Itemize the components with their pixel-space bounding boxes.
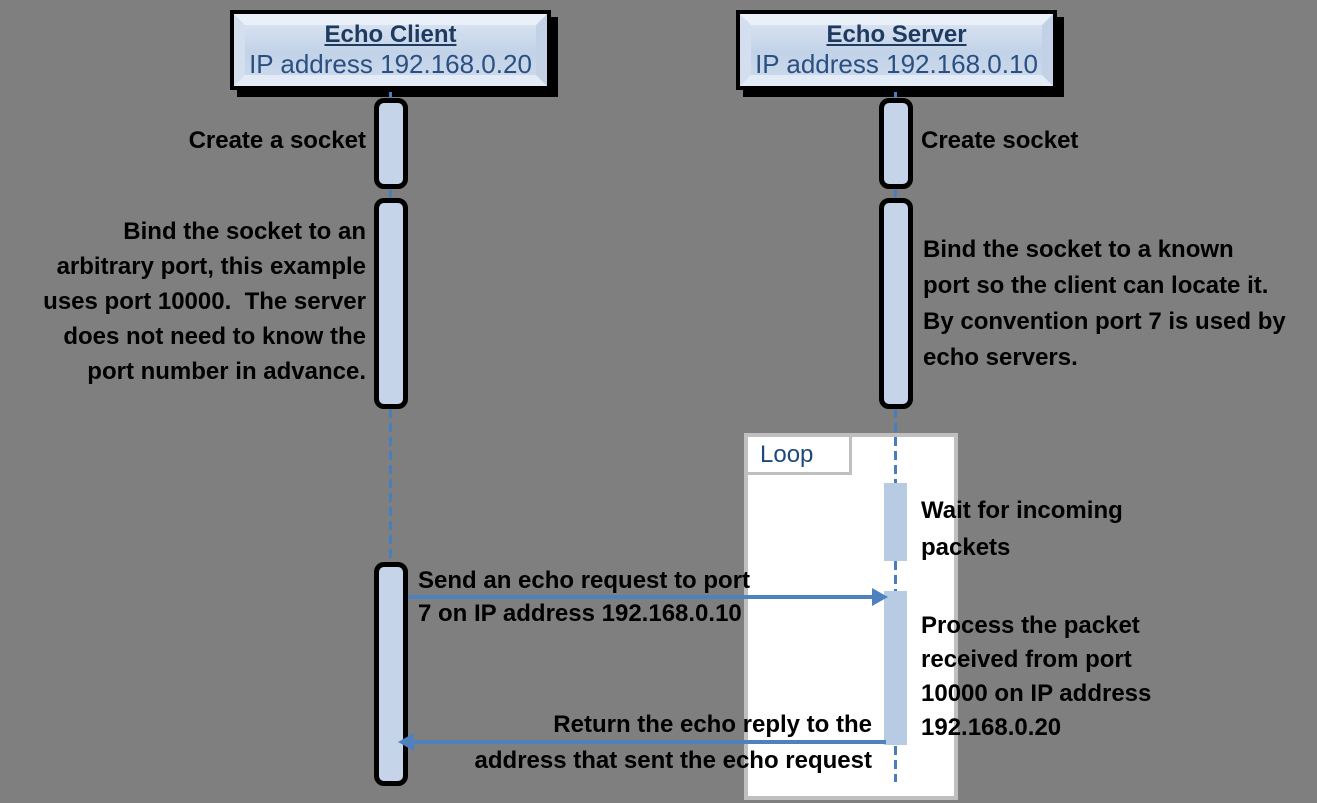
client-lifeline-segment [389,189,392,198]
server-activation-bind [879,198,913,409]
return-reply-arrowhead-icon [398,733,414,751]
client-create-note: Create a socket [188,127,366,154]
server-activation-process [884,591,907,745]
loop-fragment-tab: Loop [748,437,852,475]
actor-box-client: Echo Client IP address 192.168.0.20 [230,10,551,90]
server-subtitle: IP address 192.168.0.10 [755,49,1038,79]
actor-box-client-face: Echo Client IP address 192.168.0.20 [234,14,547,86]
client-lifeline-segment [389,409,392,562]
server-create-note: Create socket [921,127,1079,154]
send-request-label: Send an echo request to port 7 on IP add… [418,567,751,627]
client-lifeline-segment [389,92,392,99]
client-title: Echo Client [324,21,457,48]
server-lifeline-segment [894,409,897,483]
send-request-arrow [408,595,874,599]
send-request-arrowhead-icon [872,588,888,606]
client-activation-bind [374,198,408,409]
server-lifeline-segment [894,561,897,591]
server-activation-create [879,98,913,189]
server-lifeline-segment [894,92,897,99]
loop-fragment-label: Loop [760,440,814,468]
actor-box-server: Echo Server IP address 192.168.0.10 [736,10,1057,90]
actor-box-server-face: Echo Server IP address 192.168.0.10 [740,14,1053,86]
return-reply-label: Return the echo reply to the address tha… [474,711,872,774]
return-reply-arrow [412,740,886,744]
server-title: Echo Server [826,21,967,48]
server-activation-wait [884,483,907,561]
client-activation-create [374,98,408,189]
loop-fragment: Loop [744,433,958,800]
process-note: Process the packet received from port 10… [921,612,1152,741]
client-bind-note: Bind the socket to an arbitrary port, th… [43,218,366,385]
client-subtitle: IP address 192.168.0.20 [249,49,532,79]
server-lifeline-segment [894,189,897,198]
wait-note: Wait for incoming packets [921,497,1123,561]
server-lifeline-segment [894,746,897,782]
server-bind-note: Bind the socket to a known port so the c… [923,236,1286,371]
